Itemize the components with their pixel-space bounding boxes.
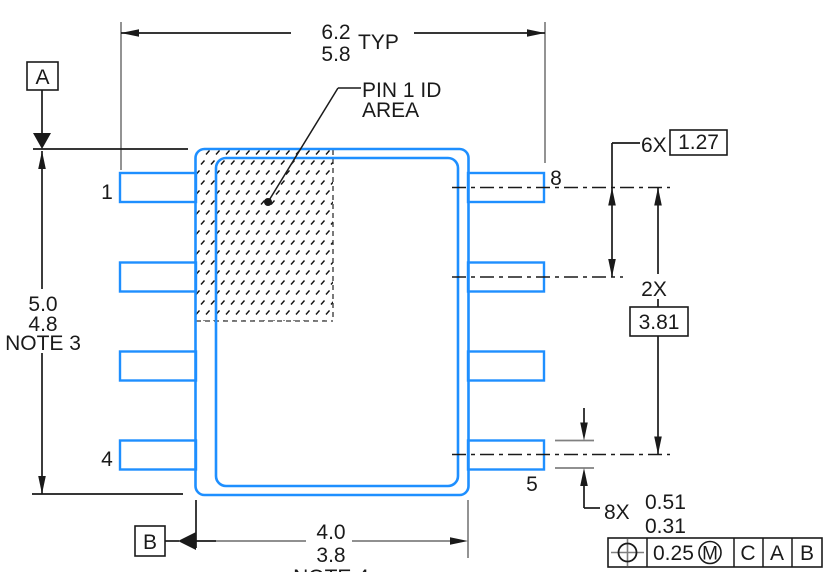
dim-span: 2X 3.81 (629, 187, 689, 455)
fcf-datum-c: C (740, 542, 755, 565)
arrowhead-down-icon (38, 476, 46, 494)
package-body (118, 147, 546, 497)
dim-bottom-upper: 4.0 (316, 521, 345, 544)
pin-numbers: 1 8 4 5 (101, 167, 562, 496)
datum-a-label: A (35, 66, 49, 89)
dim-left-lower: 4.8 (28, 313, 57, 336)
dim-left-height: 5.0 4.8 NOTE 3 (5, 148, 188, 495)
pins-left (118, 171, 198, 471)
fcf-tolerance: 0.25 (653, 542, 694, 565)
leader-dot-icon (264, 198, 272, 206)
package-outline-inner (214, 156, 460, 488)
pin-lead-4 (118, 439, 198, 471)
arrowhead-right-icon (527, 29, 545, 37)
arrowhead-up-icon (38, 151, 46, 169)
arrowhead-up-icon (654, 187, 662, 206)
pin1-id-callout: PIN 1 ID AREA (264, 79, 441, 206)
pin-number-8: 8 (550, 167, 562, 190)
dim-top-lower: 5.8 (321, 43, 350, 66)
dim-top-upper: 6.2 (321, 21, 350, 44)
dim-bottom-lower: 3.8 (316, 544, 345, 567)
dim-pitch-count: 6X (641, 134, 667, 157)
feature-control-frame: 0.25 M C A B (607, 537, 823, 568)
pin1-id-line2: AREA (362, 99, 419, 122)
basic-dim-box (669, 129, 728, 156)
basic-dim-box (629, 306, 689, 337)
pins-right (466, 171, 546, 471)
dim-left-upper: 5.0 (28, 293, 57, 316)
fcf-datum-b: B (800, 542, 814, 565)
pin-number-4: 4 (101, 448, 113, 471)
mmc-modifier-icon (698, 540, 722, 565)
datum-triangle-icon (33, 133, 51, 149)
dim-lead-count: 8X (604, 501, 630, 524)
position-symbol-icon (611, 539, 644, 566)
dim-span-value: 3.81 (639, 311, 680, 334)
arrowhead-up-icon (580, 468, 588, 486)
pin-lead-7 (466, 261, 546, 293)
datum-a: A (26, 61, 59, 149)
dim-lead-width: 8X 0.51 0.31 (555, 408, 686, 538)
dim-bottom-width: 4.0 3.8 NOTE 4 (195, 500, 469, 572)
fcf-modifier: M (702, 544, 718, 565)
dim-pitch: 6X 1.27 (608, 129, 728, 277)
dim-left-note: NOTE 3 (5, 332, 81, 355)
arrowhead-down-icon (580, 422, 588, 441)
pin-number-1: 1 (101, 181, 113, 204)
pin-lead-2 (118, 261, 198, 293)
dim-top-suffix: TYP (358, 31, 399, 54)
dim-lead-lower: 0.31 (645, 515, 686, 538)
arrowhead-down-icon (654, 436, 662, 455)
pin-lead-8 (466, 171, 546, 204)
datum-triangle-icon (178, 532, 196, 550)
pin-lead-1 (118, 171, 198, 204)
pin-centerlines (452, 186, 670, 456)
package-outline-outer (194, 147, 470, 497)
dim-bottom-note: NOTE 4 (293, 566, 369, 572)
arrowhead-down-icon (608, 259, 616, 277)
pin-lead-6 (466, 350, 546, 382)
datum-b-label: B (143, 531, 157, 554)
arrowhead-left-icon (121, 29, 139, 37)
pin-lead-3 (118, 350, 198, 382)
dim-top-width: 6.2 5.8 TYP (120, 21, 546, 170)
arrowhead-right-icon (450, 537, 468, 545)
dim-lead-upper: 0.51 (645, 491, 686, 514)
pin-number-5: 5 (526, 473, 538, 496)
fcf-datum-a: A (770, 542, 784, 565)
pin-lead-5 (466, 439, 546, 471)
pin1-id-hatch-area (196, 149, 333, 321)
dim-span-count: 2X (641, 278, 667, 301)
dim-pitch-value: 1.27 (678, 131, 719, 154)
pin1-id-line1: PIN 1 ID (362, 79, 441, 102)
leader-line (267, 87, 339, 203)
arrowhead-up-icon (608, 187, 616, 206)
datum-b: B (134, 525, 196, 557)
